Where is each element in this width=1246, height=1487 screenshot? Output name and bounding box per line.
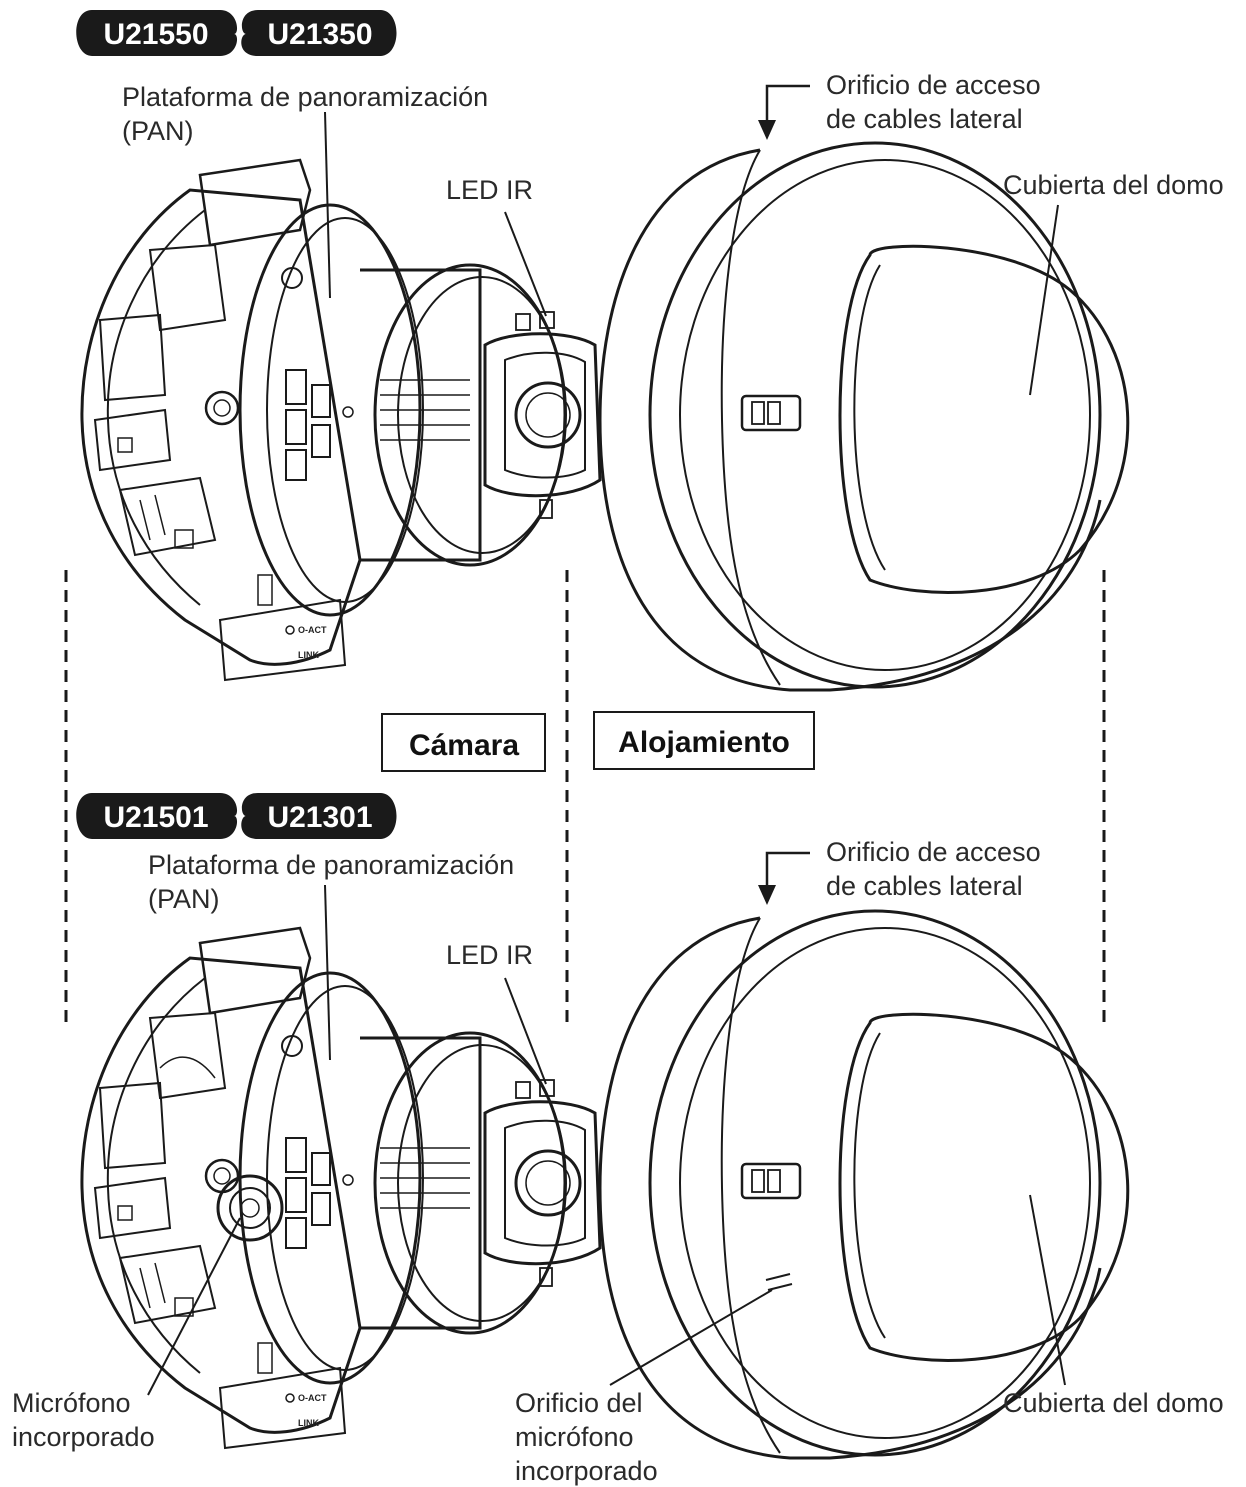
housing-illustration [598, 909, 1130, 1460]
camera-box-label: Cámara [409, 729, 519, 762]
mic-label: incorporado [12, 1422, 155, 1452]
pan-label: Plataforma de panoramización [148, 850, 514, 880]
port-label-act: O-ACT [298, 1393, 327, 1403]
arrow-head-icon [758, 885, 776, 905]
led-ir-label: LED IR [446, 940, 533, 970]
model-badge-label: U21350 [267, 18, 372, 51]
model-badge: U21350 [241, 10, 397, 56]
cable-hole-arrow [765, 84, 810, 130]
housing-box: Alojamiento [593, 711, 815, 770]
led-ir-label: LED IR [446, 175, 533, 205]
pan-leader-line [324, 111, 331, 299]
model-badge-label: U21550 [103, 18, 208, 51]
bottom-section: U21501 U21301 O-ACT LINK Plataforma de p… [12, 793, 1224, 1486]
dome-leader-line [1029, 1194, 1066, 1386]
arrow-head-icon [758, 120, 776, 140]
port-label-link: LINK [298, 1418, 319, 1428]
housing-box-label: Alojamiento [618, 726, 790, 759]
camera-illustration: O-ACT LINK [80, 926, 602, 1450]
housing-illustration [598, 141, 1130, 692]
led-leader-line [504, 211, 547, 317]
dome-cover-label: Cubierta del domo [1003, 1388, 1224, 1418]
cable-hole-label: Orificio de acceso [826, 70, 1041, 100]
dashed-dividers [64, 570, 1106, 1030]
mic-hole-leader-line [609, 1289, 773, 1386]
port-label-act: O-ACT [298, 625, 327, 635]
cable-hole-arrow [765, 851, 810, 895]
model-badge-label: U21501 [103, 801, 208, 834]
model-badge: U21301 [241, 793, 397, 839]
dome-leader-line [1029, 204, 1059, 396]
dome-cover-label: Cubierta del domo [1003, 170, 1224, 200]
camera-illustration: O-ACT LINK [80, 158, 602, 682]
cable-hole-label: de cables lateral [826, 104, 1023, 134]
model-badge: U21501 [76, 793, 238, 839]
mic-hole-label: micrófono [515, 1422, 634, 1452]
port-label-link: LINK [298, 650, 319, 660]
mic-label: Micrófono [12, 1388, 131, 1418]
model-badge: U21550 [76, 10, 238, 56]
pan-label: (PAN) [122, 116, 194, 146]
microphone-icon [216, 1174, 284, 1242]
mic-leader-line [147, 1217, 241, 1396]
pan-label: Plataforma de panoramización [122, 82, 488, 112]
camera-box: Cámara [381, 713, 546, 772]
led-leader-line [504, 977, 547, 1085]
pan-label: (PAN) [148, 884, 220, 914]
model-badge-label: U21301 [267, 801, 372, 834]
mic-hole-label: Orificio del [515, 1388, 643, 1418]
pan-leader-line [324, 884, 331, 1061]
mic-hole-icon [765, 1273, 793, 1291]
cable-hole-label: Orificio de acceso [826, 837, 1041, 867]
mic-hole-label: incorporado [515, 1456, 658, 1486]
top-section: U21550 U21350 O-ACT LINK Plataforma de p… [76, 10, 1224, 692]
cable-hole-label: de cables lateral [826, 871, 1023, 901]
